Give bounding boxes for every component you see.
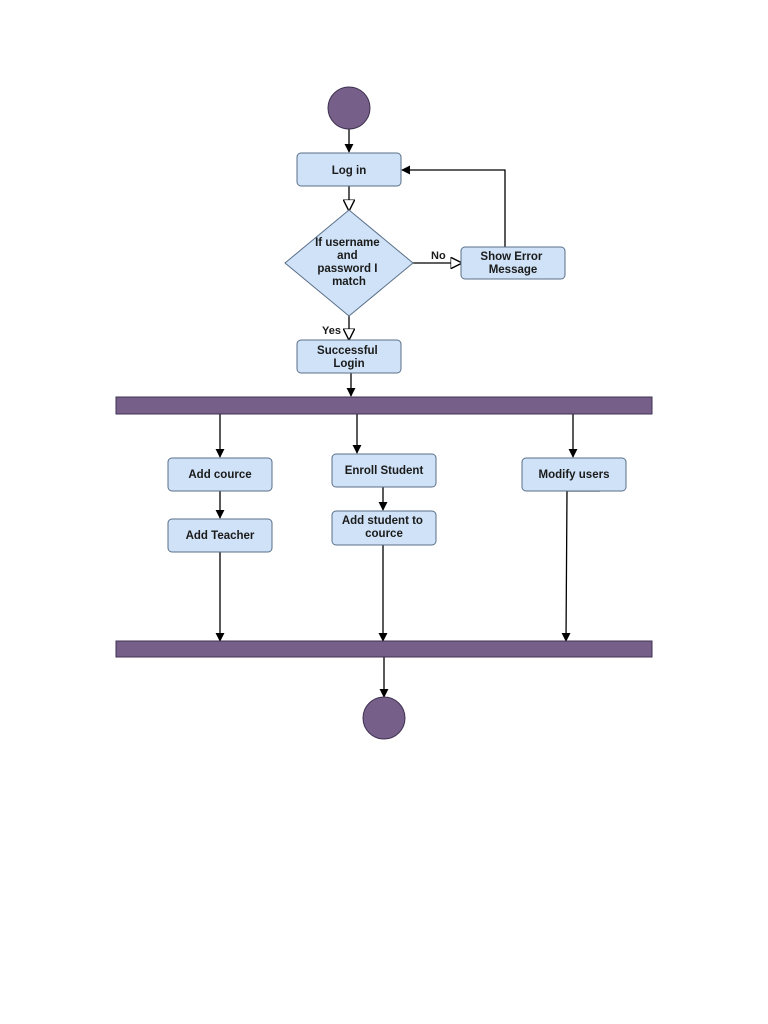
success-node: Successful Login [296, 339, 402, 374]
svg-text:Add student to cource: Add student to cource [342, 515, 426, 540]
enroll-student-label: Enroll Student [345, 465, 424, 477]
edge-label-no: No [431, 250, 446, 262]
enroll-student-node: Enroll Student [331, 453, 437, 488]
edge-modify-users-to-join [561, 490, 600, 642]
decision-label-line-2: and [337, 250, 357, 262]
add-cource-node: Add cource [167, 457, 273, 492]
fork-bar [115, 396, 653, 415]
error-label-line-2: Message [489, 264, 538, 276]
decision-node: If username and password I match [284, 209, 414, 317]
error-node: Show Error Message [460, 246, 566, 280]
decision-label-line-1: If username [315, 237, 380, 249]
start-node [327, 86, 371, 130]
modify-users-node: Modify users [521, 457, 627, 492]
error-label-line-1: Show Error [480, 251, 543, 263]
svg-text:Successful Login: Successful Login [317, 345, 381, 370]
decision-label-line-4: match [332, 276, 366, 288]
login-label: Log in [332, 165, 367, 177]
add-student-label-line-2: cource [365, 528, 403, 540]
add-student-label-line-1: Add student to [342, 515, 423, 527]
modify-users-label: Modify users [539, 469, 610, 481]
login-node: Log in [296, 152, 402, 187]
end-node [362, 696, 406, 740]
svg-text:Show Error Message: Show Error Message [480, 251, 545, 276]
decision-label-line-3: password I [317, 263, 377, 275]
success-label-line-1: Successful [317, 345, 378, 357]
edge-error-to-login [401, 165, 506, 247]
join-bar [115, 640, 653, 658]
success-label-line-2: Login [333, 358, 364, 370]
add-student-node: Add student to cource [331, 510, 437, 546]
edge-label-yes: Yes [322, 325, 341, 337]
svg-text:If username and pa: If username and password I match [315, 237, 383, 288]
add-teacher-label: Add Teacher [186, 530, 255, 542]
add-teacher-node: Add Teacher [167, 518, 273, 553]
add-cource-label: Add cource [188, 469, 251, 481]
